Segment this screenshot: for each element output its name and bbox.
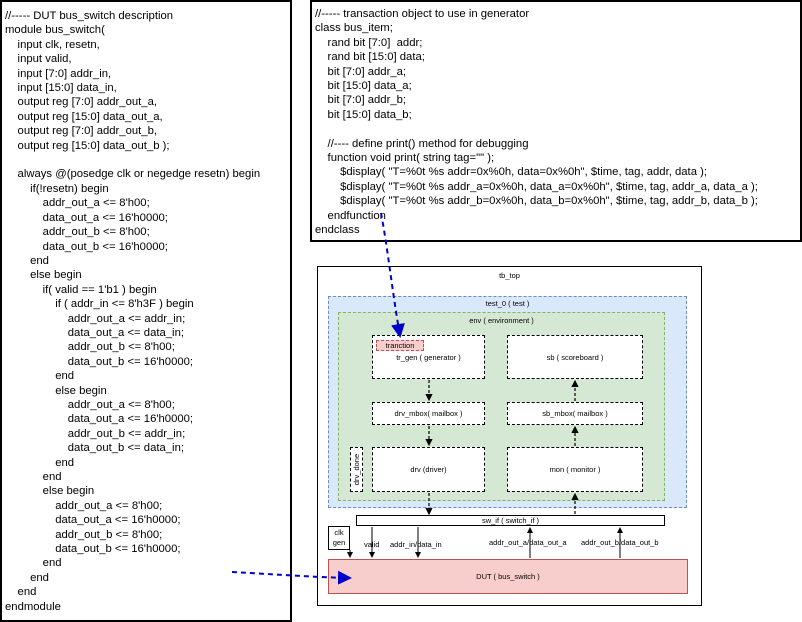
dut-code-line: output reg [15:0] data_out_a, [5, 110, 163, 123]
bus-item-code-line: //---- define print() method for debuggi… [315, 137, 529, 150]
scoreboard-label: sb ( scoreboard ) [546, 353, 604, 362]
bus-item-code-line: bit [7:0] addr_a; [315, 65, 407, 78]
dut-label: DUT ( bus_switch ) [476, 572, 540, 581]
dut-code-line: addr_out_a <= 8'h00; [5, 499, 163, 512]
dut-code-line: input [7:0] addr_in, [5, 67, 112, 80]
dut-code-line: else begin [5, 384, 107, 397]
dut-code-line: //----- DUT bus_switch description [5, 10, 174, 22]
bus-item-code-panel: //----- transaction object to use in gen… [310, 0, 802, 242]
scoreboard-mailbox-box [507, 402, 643, 425]
clock-gen-label-line2: gen [332, 538, 346, 547]
bus-item-code-line: function void print( string tag="" ); [315, 152, 495, 165]
dut-code-line: data_out_b <= 16'h0000; [5, 240, 168, 253]
dut-code-line: input [15:0] data_in, [5, 82, 117, 95]
dut-code-line: end [5, 471, 62, 483]
dut-code-line: else begin [5, 269, 82, 282]
dut-code-line: end [5, 370, 75, 383]
dut-code-line: addr_out_b <= addr_in; [5, 427, 186, 440]
test-label: test_0 ( test ) [485, 299, 530, 308]
scoreboard-box [507, 335, 643, 379]
dut-code-line: output reg [15:0] data_out_b ); [5, 139, 170, 152]
bus-item-code-line: rand bit [15:0] data; [315, 51, 425, 64]
bus-item-code-line: bit [7:0] addr_b; [315, 94, 407, 107]
dut-code-panel: //----- DUT bus_switch description modul… [0, 0, 292, 622]
dut-code-line: data_out_b <= data_in; [5, 442, 184, 455]
dut-code-line: output reg [7:0] addr_out_a, [5, 96, 157, 109]
switch-interface-box [356, 515, 665, 526]
bus-item-code-line: endfunction [315, 209, 386, 222]
bus-item-code-line: endclass [315, 224, 360, 237]
tb-top-label: tb_top [499, 271, 520, 280]
dut-code-line: always @(posedge clk or negedge resetn) … [5, 168, 261, 181]
dut-box [328, 559, 688, 594]
dut-code-line: input clk, resetn, [5, 38, 100, 51]
monitor-box [507, 447, 643, 492]
dut-code-line: end [5, 456, 75, 469]
signal-out-a-label: addr_out_a/data_out_a [489, 538, 567, 547]
dut-code-line: addr_out_a <= 8'h00; [5, 398, 175, 411]
driver-box [372, 447, 485, 492]
transaction-label: tranction [385, 341, 415, 350]
module-to-dut-pointer [231, 570, 352, 585]
signal-addr-data-in-label: addr_in/data_in [390, 540, 442, 549]
env-label: env ( environment ) [469, 316, 534, 325]
dut-code-line: addr_out_b <= 8'h00; [5, 528, 163, 541]
dut-code-line: data_out_a <= 16'h0000; [5, 211, 168, 224]
scoreboard-mailbox-label: sb_mbox( mailbox ) [542, 409, 608, 418]
driver-label: drv (driver) [410, 465, 447, 474]
dut-code-line: if(!resetn) begin [5, 182, 109, 195]
dut-code-line: addr_out_b <= 8'h00; [5, 226, 150, 239]
dut-code-line: output reg [7:0] addr_out_b, [5, 125, 157, 138]
dut-code-line: if ( addr_in <= 8'h3F ) begin [5, 298, 194, 311]
generator-label: tr_gen ( generator ) [396, 353, 461, 362]
bus-item-code-line: //----- transaction object to use in gen… [315, 8, 530, 20]
bus-item-code-line: bit [15:0] data_a; [315, 80, 412, 93]
dut-code-line: else begin [5, 485, 95, 498]
switch-interface-label: sw_if ( switch_if ) [481, 516, 540, 525]
clock-gen-box [328, 526, 350, 550]
dut-code-text: //----- DUT bus_switch description modul… [5, 9, 290, 614]
transaction-box [376, 340, 424, 351]
bus-item-code-line: $display( "T=%0t %s addr=0x%0h, data=0x%… [315, 166, 708, 179]
dut-code-line: data_out_b <= 16'h0000; [5, 355, 194, 368]
bus-item-code-line: $display( "T=%0t %s addr_b=0x%0h, data_b… [315, 195, 758, 208]
dut-code-line: end [5, 571, 49, 584]
dut-code-line: input valid, [5, 53, 72, 66]
dut-code-line: addr_out_a <= 8'h00; [5, 197, 150, 210]
bus-item-code-line: rand bit [7:0] addr; [315, 36, 423, 49]
dut-code-line: data_out_a <= data_in; [5, 326, 184, 339]
bus-item-code-line: $display( "T=%0t %s addr_a=0x%0h, data_a… [315, 180, 758, 193]
dut-code-line: data_out_a <= 16'h0000; [5, 413, 194, 426]
dut-code-line: end [5, 586, 37, 599]
driver-mailbox-box [372, 402, 485, 425]
dut-code-line: addr_out_a <= addr_in; [5, 312, 186, 325]
dut-code-line: data_out_b <= 16'h0000; [5, 543, 181, 556]
dut-code-line: if( valid == 1'b1 ) begin [5, 283, 157, 296]
driver-done-box [350, 447, 363, 492]
dut-code-line: addr_out_b <= 8'h00; [5, 341, 175, 354]
bus-item-code-line: bit [15:0] data_b; [315, 108, 412, 121]
bus-item-code-text: //----- transaction object to use in gen… [315, 7, 800, 238]
clock-gen-label-line1: clk [334, 528, 344, 537]
driver-mailbox-label: drv_mbox( mailbox ) [394, 409, 463, 418]
dut-code-line: module bus_switch( [5, 24, 105, 37]
monitor-label: mon ( monitor ) [549, 465, 601, 474]
dut-code-line: endmodule [5, 600, 61, 613]
dut-code-line: end [5, 254, 49, 267]
class-to-transaction-pointer [380, 212, 405, 338]
dut-code-line: end [5, 557, 62, 570]
dut-code-line: data_out_a <= 16'h0000; [5, 514, 181, 527]
bus-item-code-line: class bus_item; [315, 22, 393, 35]
